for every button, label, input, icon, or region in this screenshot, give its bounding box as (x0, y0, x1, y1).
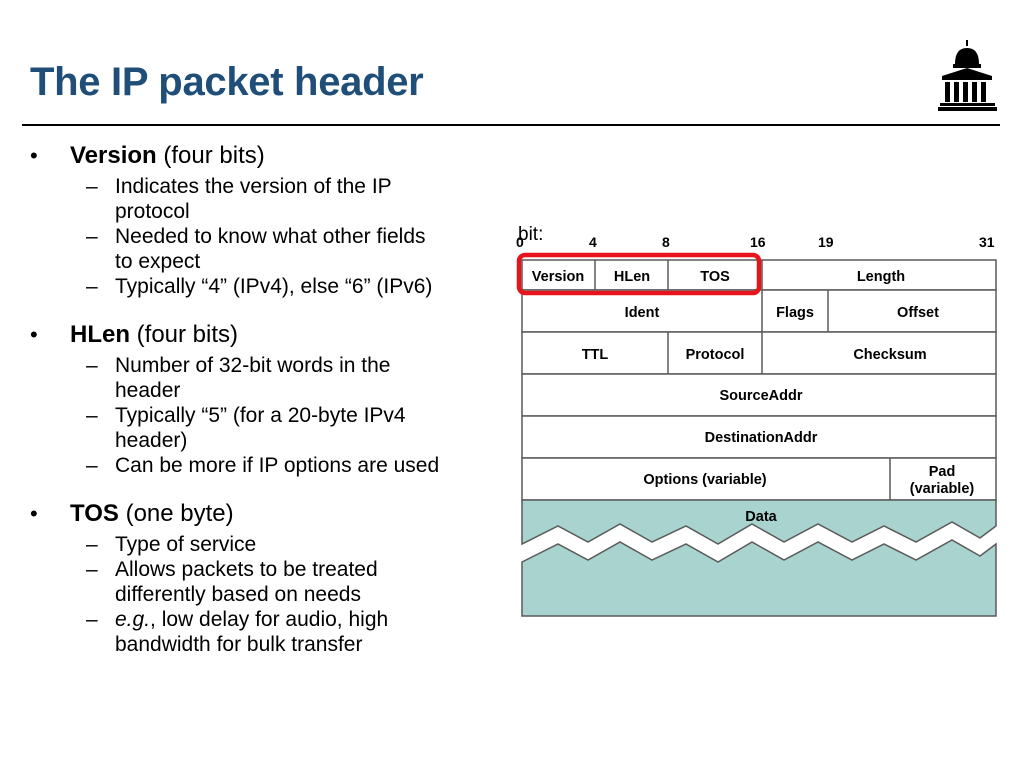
bullet-text: (four bits) (130, 321, 239, 348)
field-data: Data (745, 509, 777, 525)
bit-mark: 0 (516, 234, 524, 250)
field-options: Options (variable) (643, 472, 766, 488)
sub-item-text: Number of 32-bit words in the (115, 354, 391, 377)
header-row-4 (521, 373, 997, 417)
field-destination-addr: DestinationAddr (705, 430, 818, 446)
bit-label: bit: (518, 224, 543, 245)
sub-item-italic: e.g. (115, 608, 151, 631)
bit-mark: 8 (662, 234, 670, 250)
bullet-version: Version (four bits) (30, 141, 500, 171)
bullet-keyword: Version (70, 142, 157, 169)
sub-item-text: to expect (115, 250, 201, 273)
field-flags: Flags (776, 305, 814, 321)
data-block-top (521, 499, 997, 546)
field-tos: TOS (700, 269, 730, 285)
sub-item-text: header (115, 379, 181, 402)
field-checksum: Checksum (853, 347, 926, 363)
sub-item-text: Needed to know what other fields (115, 225, 426, 248)
field-version: Version (532, 269, 584, 285)
field-ident: Ident (625, 305, 660, 321)
bullet-text: (four bits) (156, 142, 265, 169)
field-ttl: TTL (582, 347, 609, 363)
sub-item-text: Can be more if IP options are used (115, 454, 440, 477)
university-building-icon (938, 40, 997, 111)
bullet-keyword: TOS (70, 500, 119, 527)
bullet-tos: TOS (one byte) (30, 499, 500, 529)
sub-item-text: Typically “4” (IPv4), else “6” (IPv6) (115, 275, 433, 298)
sub-item-text: bandwidth for bulk transfer (115, 633, 363, 656)
sub-item-text: Typically “5” (for a 20-byte IPv4 (115, 404, 406, 427)
field-protocol: Protocol (686, 347, 745, 363)
sub-item-text: , low delay for audio, high (150, 608, 389, 631)
sub-item: –Can be more if IP options are used (86, 454, 440, 477)
data-block-bottom (521, 539, 997, 617)
highlight-box (516, 252, 762, 296)
field-length: Length (857, 269, 905, 285)
title-divider (22, 124, 1000, 126)
sub-item: –Typically “4” (IPv4), else “6” (IPv6) (86, 275, 433, 298)
sub-item-text: differently based on needs (115, 583, 361, 606)
sub-item-text: header) (115, 429, 188, 452)
bit-mark: 16 (750, 234, 766, 250)
sub-item-text: Type of service (115, 533, 257, 556)
field-hlen: HLen (614, 269, 650, 285)
sub-item: –Type of service (86, 533, 257, 556)
bit-mark: 31 (979, 234, 995, 250)
ip-header-diagram: bit: 0 4 8 16 19 31 Version HLen TOS (516, 224, 997, 617)
sub-item-text: Indicates the version of the IP (115, 175, 392, 198)
field-offset: Offset (897, 305, 939, 321)
sub-list: –Type of service –Allows packets to be t… (30, 532, 500, 657)
field-source-addr: SourceAddr (720, 388, 803, 404)
sub-item-text: Allows packets to be treated (115, 558, 378, 581)
header-row-2 (521, 289, 997, 333)
bullet-list: Version (four bits) –Indicates the versi… (30, 141, 500, 657)
sub-item-text: protocol (115, 200, 190, 223)
field-pad: Pad (929, 464, 956, 480)
header-row-3 (521, 331, 997, 375)
bullet-hlen: HLen (four bits) (30, 320, 500, 350)
bullet-keyword: HLen (70, 321, 130, 348)
bullet-text: (one byte) (118, 500, 234, 527)
bit-mark: 19 (818, 234, 834, 250)
field-pad-variable: (variable) (910, 481, 975, 497)
bit-mark: 4 (589, 234, 597, 250)
header-row-6 (521, 457, 997, 501)
page-title: The IP packet header (30, 60, 424, 104)
